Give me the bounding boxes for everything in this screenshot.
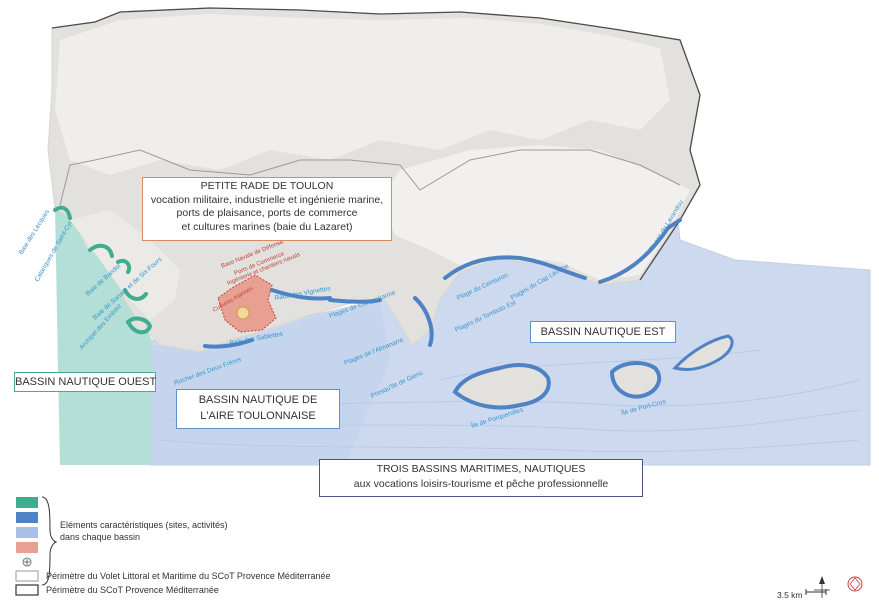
legend-swatch-light-blue <box>16 527 38 538</box>
scale-label: 3.5 km <box>777 590 803 600</box>
callout-petite-rade: PETITE RADE DE TOULON vocation militaire… <box>142 177 392 241</box>
callout-trois-bassins-line2: aux vocations loisirs-tourisme et pêche … <box>353 478 609 490</box>
ile-embiez-shape <box>125 316 153 335</box>
legend-elements-line1: Eléments caractéristiques (sites, activi… <box>60 520 228 530</box>
callout-bassin-est-text: BASSIN NAUTIQUE EST <box>540 326 666 338</box>
callout-petite-rade-title: PETITE RADE DE TOULON <box>200 180 334 192</box>
callout-petite-rade-line1: vocation militaire, industrielle et ingé… <box>150 193 384 206</box>
north-arrow-icon <box>814 576 830 598</box>
legend-elements-line2: dans chaque bassin <box>60 532 141 542</box>
callout-petite-rade-line2: ports de plaisance, ports de commerce <box>176 207 358 219</box>
sea-basin-ouest <box>55 205 152 465</box>
legend-swatch-green <box>16 497 38 508</box>
callout-bassin-aire: BASSIN NAUTIQUE DE L'AIRE TOULONNAISE <box>176 389 340 429</box>
agency-logo-icon <box>847 576 863 592</box>
legend-swatch-scot <box>15 584 39 596</box>
legend-swatch-volet <box>15 570 39 582</box>
legend-brace <box>41 496 58 586</box>
legend-scot-label: Périmètre du SCoT Provence Méditerranée <box>46 585 219 595</box>
coast-highlights-green <box>53 205 148 301</box>
callout-bassin-ouest-text: BASSIN NAUTIQUE OUEST <box>15 376 157 388</box>
petite-rade-urban <box>217 274 277 333</box>
callout-trois-bassins-line1: TROIS BASSINS MARITIMES, NAUTIQUES <box>376 463 586 475</box>
ile-port-cros-shape <box>609 361 662 399</box>
callout-bassin-aire-line2: L'AIRE TOULONNAISE <box>200 410 316 422</box>
legend-symbol-icon <box>22 557 32 567</box>
relief-north <box>55 14 670 175</box>
cultures-marker <box>236 306 250 320</box>
ile-porquerolles-shape <box>452 363 551 410</box>
label-baie-lecques: Baie des Lecques <box>18 208 52 256</box>
volet-perimeter-line <box>59 149 681 206</box>
callout-bassin-ouest: BASSIN NAUTIQUE OUEST <box>14 372 156 392</box>
legend-volet-label: Périmètre du Volet Littoral et Maritime … <box>46 571 331 581</box>
relief-east <box>380 145 690 280</box>
callout-petite-rade-line3: et cultures marines (baie du Lazaret) <box>181 220 353 233</box>
legend-swatch-blue <box>16 512 38 523</box>
coast-highlights-blue <box>203 218 682 349</box>
relief-west <box>70 210 180 320</box>
callout-bassin-aire-line1: BASSIN NAUTIQUE DE <box>198 394 318 406</box>
legend-swatch-pink <box>16 542 38 553</box>
scot-perimeter-line <box>51 7 701 281</box>
callout-trois-bassins: TROIS BASSINS MARITIMES, NAUTIQUES aux v… <box>319 459 643 497</box>
callout-bassin-est: BASSIN NAUTIQUE EST <box>530 321 676 343</box>
ile-levant-shape <box>672 334 734 372</box>
